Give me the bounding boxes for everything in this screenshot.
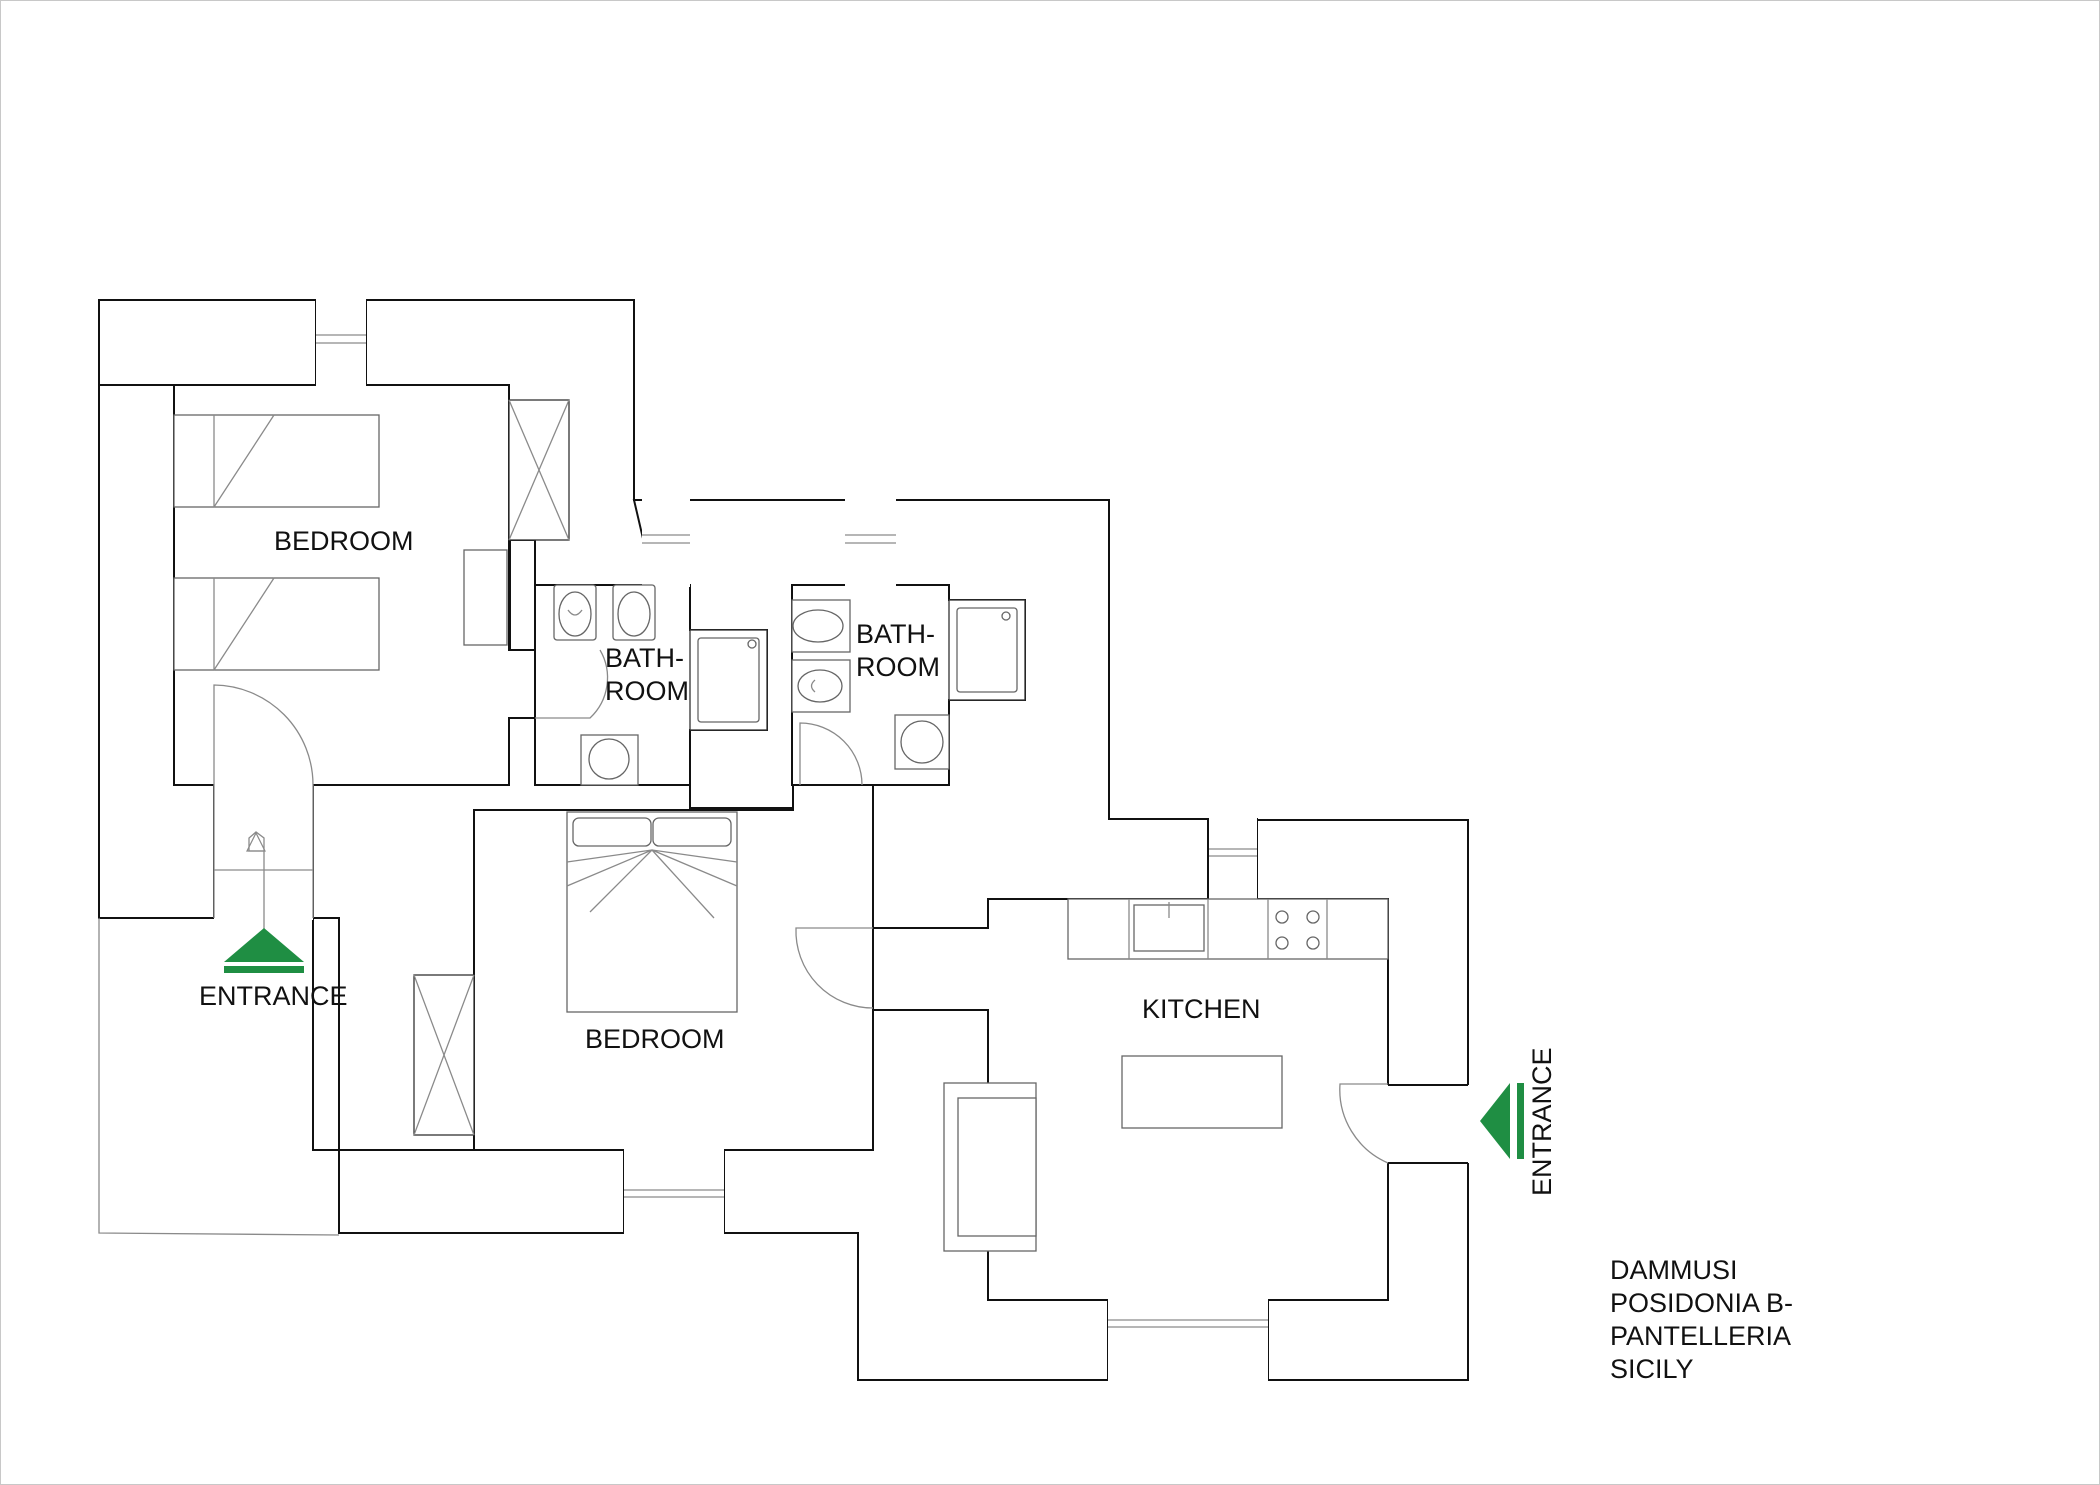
door-swing-icon bbox=[795, 927, 874, 1009]
single-bed-icon bbox=[173, 414, 380, 508]
window-bathroom-1-north bbox=[642, 498, 690, 587]
caption-line-3: PANTELLERIA bbox=[1610, 1321, 1791, 1351]
bidet-icon bbox=[612, 584, 656, 641]
window-bathroom-2-north bbox=[845, 498, 896, 587]
caption-line-1: DAMMUSI bbox=[1610, 1255, 1738, 1285]
bedside-cabinet bbox=[463, 549, 508, 646]
wardrobe-icon bbox=[508, 399, 570, 541]
room-label-bedroom-1: BEDROOM bbox=[274, 526, 414, 556]
kitchen-counter bbox=[1067, 898, 1389, 960]
single-bed-icon bbox=[173, 577, 380, 671]
entrance-arrow-icon bbox=[224, 831, 304, 973]
window-kitchen-north bbox=[1209, 817, 1257, 901]
door-swing-icon bbox=[213, 684, 314, 786]
door-swing-icon bbox=[1339, 1083, 1389, 1164]
window-kitchen-south bbox=[1108, 1298, 1268, 1382]
entrance-label-left: ENTRANCE bbox=[199, 981, 348, 1011]
cooktop-icon bbox=[1275, 910, 1320, 950]
doorway-entrance-right bbox=[1386, 1084, 1470, 1164]
sink-icon bbox=[1133, 902, 1205, 952]
table-icon bbox=[1121, 1055, 1283, 1129]
door-swing-icon bbox=[799, 722, 863, 786]
entrance-label-right: ENTRANCE bbox=[1527, 1047, 1557, 1196]
double-bed-icon bbox=[566, 811, 738, 1013]
sofa-icon bbox=[943, 1082, 1037, 1252]
room-label-bathroom-1-line-2: ROOM bbox=[605, 676, 689, 706]
caption-line-4: SICILY bbox=[1610, 1354, 1694, 1384]
shower-tray-icon bbox=[948, 599, 1026, 701]
room-label-kitchen: KITCHEN bbox=[1142, 994, 1261, 1024]
bidet-icon bbox=[791, 659, 851, 713]
room-label-bedroom-2: BEDROOM bbox=[585, 1024, 725, 1054]
entrance-arrow-icon bbox=[1480, 1083, 1524, 1159]
window-bedroom-1-north bbox=[316, 298, 366, 387]
room-label-bathroom-1-line-1: BATH- bbox=[605, 643, 684, 673]
washbasin-icon bbox=[894, 714, 950, 770]
shower-tray-icon bbox=[689, 629, 768, 731]
courtyard-outline bbox=[98, 918, 340, 1236]
washbasin-icon bbox=[580, 734, 639, 786]
toilet-icon bbox=[791, 599, 851, 653]
room-label-bathroom-2-line-2: ROOM bbox=[856, 652, 940, 682]
door-swing-icon bbox=[535, 649, 609, 719]
toilet-icon bbox=[553, 584, 597, 641]
wardrobe-icon bbox=[413, 974, 475, 1136]
caption-line-2: POSIDONIA B- bbox=[1610, 1288, 1793, 1318]
window-bedroom-2-south bbox=[624, 1148, 724, 1235]
room-label-bathroom-2-line-1: BATH- bbox=[856, 619, 935, 649]
